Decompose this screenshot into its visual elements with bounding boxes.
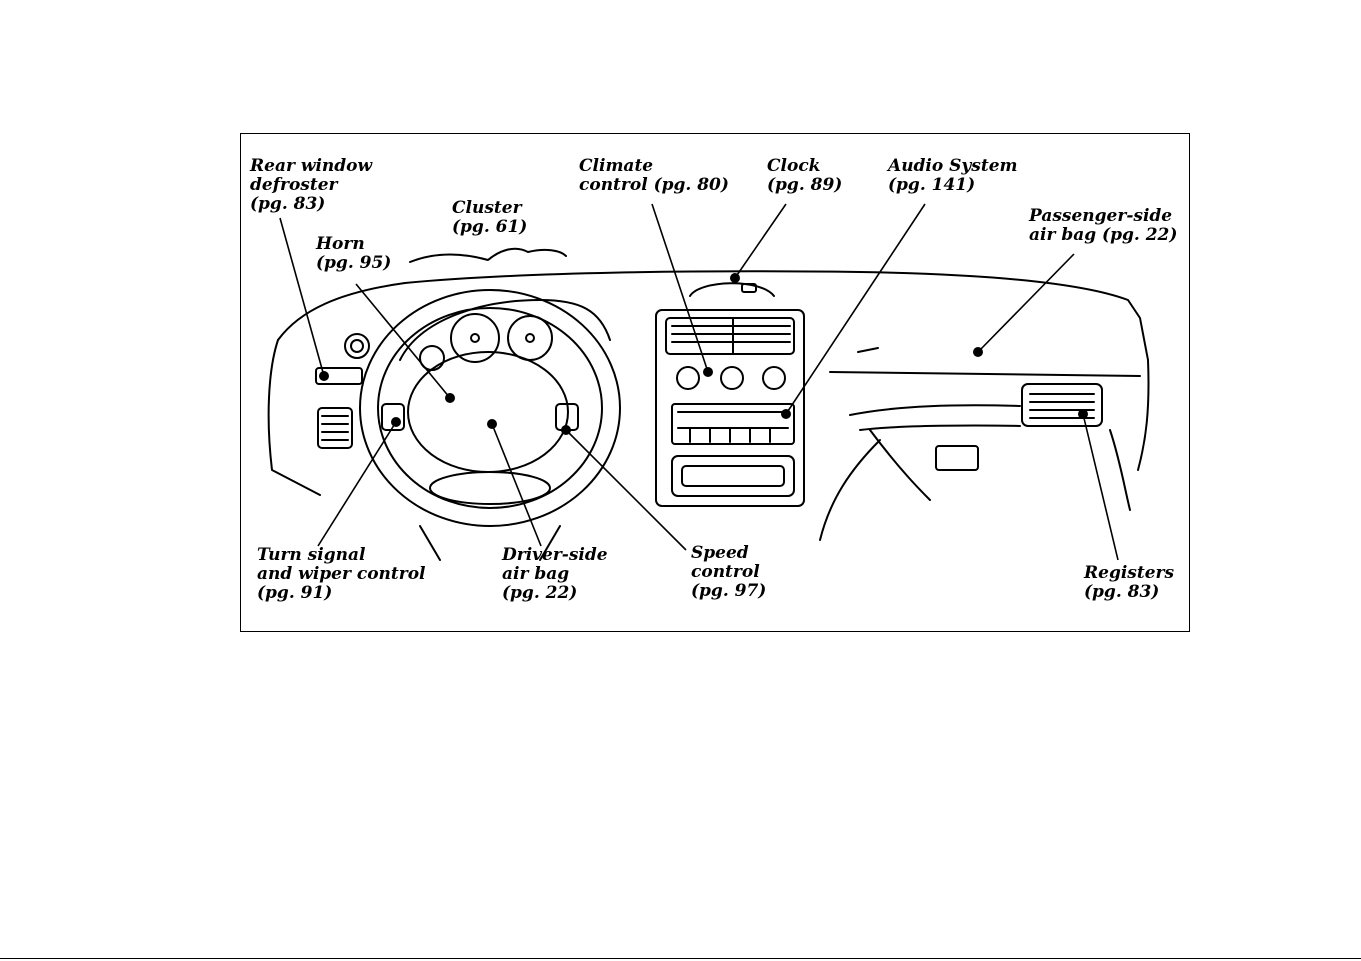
dot-horn (445, 393, 455, 403)
dot-clock (730, 273, 740, 283)
speedometer-gauge (508, 316, 552, 360)
label-driver-airbag: Driver-side air bag (pg. 22) (502, 546, 608, 603)
label-speed-control: Speed control (pg. 97) (691, 544, 766, 601)
leader-clock (735, 204, 786, 278)
cluster-brace (410, 249, 566, 262)
dot-turn-signal (391, 417, 401, 427)
leader-audio-system (786, 204, 925, 414)
label-turn-signal: Turn signal and wiper control (pg. 91) (257, 546, 426, 603)
ashtray-bin (672, 456, 794, 496)
dot-driver-airbag (487, 419, 497, 429)
headlamp-switch (345, 334, 369, 358)
left-vent (318, 408, 352, 448)
label-climate-control: Climate control (pg. 80) (579, 157, 729, 195)
label-clock: Clock (pg. 89) (767, 157, 842, 195)
dot-registers (1078, 409, 1088, 419)
leader-driver-airbag (492, 424, 541, 546)
steering-hub (408, 352, 568, 472)
label-passenger-airbag: Passenger-side air bag (pg. 22) (1029, 207, 1177, 245)
center-vents (666, 318, 794, 354)
climate-knob-left (677, 367, 699, 389)
label-rear-window-defroster: Rear window defroster (pg. 83) (250, 157, 372, 214)
dot-rear-window-defroster (319, 371, 329, 381)
clock-pod (690, 283, 774, 296)
dot-passenger-airbag (973, 347, 983, 357)
dot-speed-control (561, 425, 571, 435)
page-bottom-rule (0, 958, 1361, 959)
dot-audio-system (781, 409, 791, 419)
passenger-lower-curve (820, 440, 880, 540)
steering-wheel-rim (360, 290, 620, 526)
center-stack (656, 310, 804, 506)
label-registers: Registers (pg. 83) (1084, 564, 1174, 602)
climate-knob-center (721, 367, 743, 389)
tachometer-gauge (451, 314, 499, 362)
label-cluster: Cluster (pg. 61) (452, 199, 527, 237)
leader-passenger-airbag (978, 254, 1074, 352)
dot-climate-control (703, 367, 713, 377)
label-horn: Horn (pg. 95) (316, 235, 391, 273)
steering-spoke-lower (430, 472, 550, 504)
glovebox-outline (870, 430, 1130, 510)
glovebox-latch (936, 446, 978, 470)
dashboard-left-end (269, 340, 320, 495)
climate-knob-right (763, 367, 785, 389)
brand-mark (858, 348, 878, 352)
passenger-vent (1022, 384, 1102, 426)
label-audio-system: Audio System (pg. 141) (888, 157, 1018, 195)
